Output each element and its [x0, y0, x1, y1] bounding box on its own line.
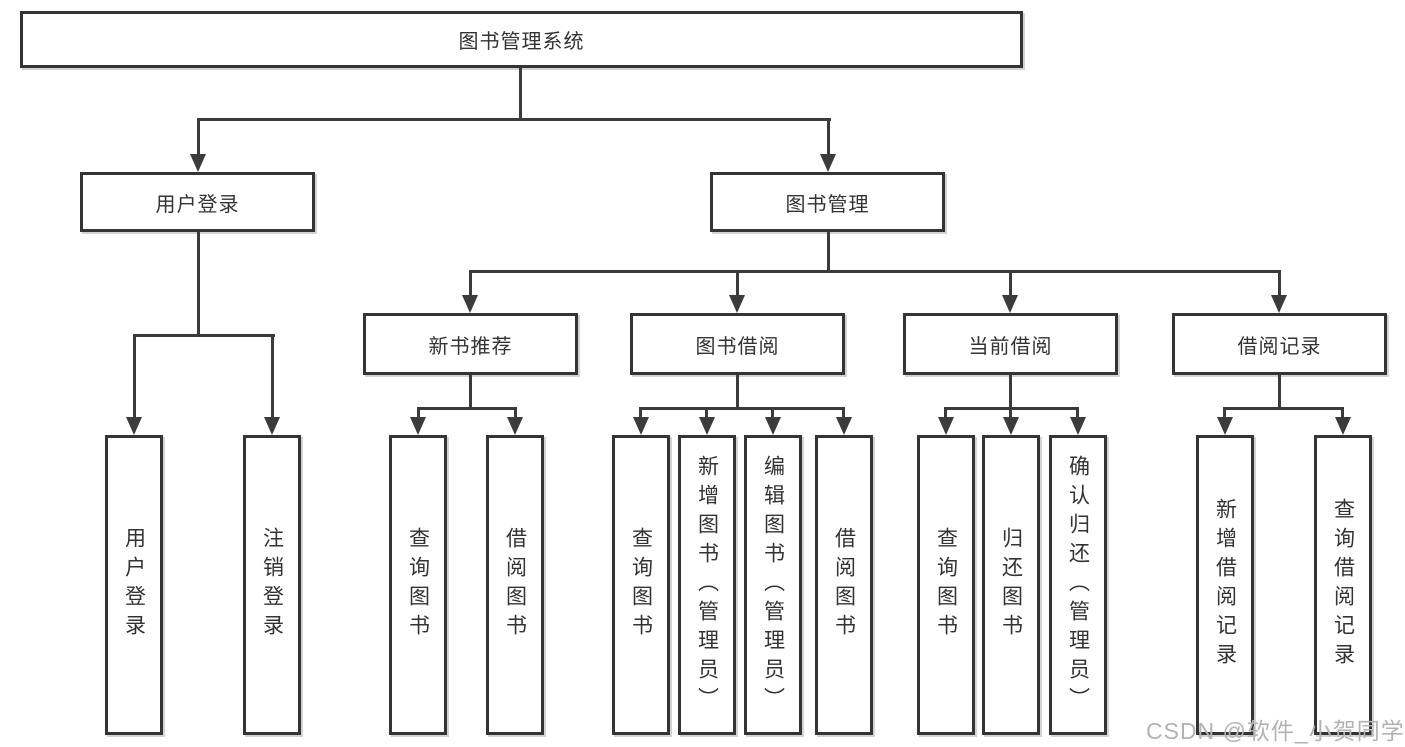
leaf-logout: 注销登录 [243, 435, 301, 735]
leaf-edit-books-admin: 编辑图书（管理员） [744, 435, 802, 735]
connector-user-login-bar [133, 334, 275, 337]
connector-new-book-stub [469, 375, 472, 410]
connector-stem-g3-leaf2 [705, 407, 708, 419]
arrowhead-borrow-records [1271, 295, 1287, 313]
connector-book-management-stub [827, 232, 830, 272]
arrowhead-current-borrow [1002, 295, 1018, 313]
leaf-confirm-return-admin: 确认归还（管理员） [1049, 435, 1107, 735]
leaf-add-books-admin: 新增图书（管理员） [678, 435, 736, 735]
arrowhead-new-book [462, 295, 478, 313]
connector-book-borrow-bar [639, 407, 845, 410]
connector-borrow-records-stub [1278, 375, 1281, 410]
connector-level1-bar [197, 118, 831, 121]
connector-current-borrow-stub [1009, 375, 1012, 410]
arrowhead-g3-leaf4 [836, 417, 852, 435]
node-borrow-records: 借阅记录 [1172, 313, 1387, 375]
node-book-borrow: 图书借阅 [630, 313, 845, 375]
connector-stem-book-management [827, 118, 830, 156]
connector-stem-g3-leaf3 [771, 407, 774, 419]
connector-stem-new-book [469, 270, 472, 297]
node-book-management-system: 图书管理系统 [20, 11, 1023, 68]
leaf-query-books-current: 查询图书 [917, 435, 975, 735]
arrowhead-g5-leaf2 [1335, 417, 1351, 435]
connector-stem-book-borrow [736, 270, 739, 297]
connector-user-login-stub [197, 232, 200, 336]
arrowhead-g3-leaf3 [765, 417, 781, 435]
leaf-borrow-books-recommend: 借阅图书 [486, 435, 544, 735]
leaf-query-borrow-record: 查询借阅记录 [1314, 435, 1372, 735]
connector-stem-current-borrow [1009, 270, 1012, 297]
arrowhead-user-login [190, 154, 206, 172]
arrowhead-g3-leaf2 [699, 417, 715, 435]
arrowhead-g3-leaf1 [633, 417, 649, 435]
connector-stem-g5-leaf1 [1223, 407, 1226, 419]
connector-stem-g2-leaf1 [417, 407, 420, 419]
leaf-query-books-borrow: 查询图书 [612, 435, 670, 735]
arrowhead-g4-leaf1 [938, 417, 954, 435]
connector-stem-g2-leaf2 [514, 407, 517, 419]
leaf-return-books: 归还图书 [982, 435, 1040, 735]
connector-book-borrow-stub [736, 375, 739, 410]
arrowhead-book-borrow [729, 295, 745, 313]
csdn-watermark: CSDN @软件_小贺同学 [1146, 718, 1405, 744]
connector-stem-g3-leaf4 [842, 407, 845, 419]
connector-stem-leaf-user-login [133, 334, 136, 419]
connector-stem-borrow-records [1278, 270, 1281, 297]
connector-borrow-records-bar [1223, 407, 1344, 410]
arrowhead-leaf-logout [264, 417, 280, 435]
leaf-add-borrow-record: 新增借阅记录 [1196, 435, 1254, 735]
connector-stem-g4-leaf2 [1009, 407, 1012, 419]
arrowhead-g2-leaf1 [410, 417, 426, 435]
connector-level3-bar [469, 270, 1281, 273]
connector-stem-g4-leaf1 [944, 407, 947, 419]
connector-stem-g3-leaf1 [639, 407, 642, 419]
node-user-login: 用户登录 [80, 172, 315, 232]
arrowhead-g4-leaf3 [1070, 417, 1086, 435]
arrowhead-leaf-user-login [126, 417, 142, 435]
connector-root-stub [519, 68, 522, 120]
connector-stem-g5-leaf2 [1341, 407, 1344, 419]
leaf-query-books-recommend: 查询图书 [389, 435, 447, 735]
arrowhead-g2-leaf2 [507, 417, 523, 435]
leaf-borrow-books: 借阅图书 [815, 435, 873, 735]
arrowhead-g5-leaf1 [1217, 417, 1233, 435]
arrowhead-g4-leaf2 [1003, 417, 1019, 435]
connector-stem-leaf-logout [271, 334, 274, 419]
node-current-borrow: 当前借阅 [903, 313, 1118, 375]
node-book-management: 图书管理 [710, 172, 945, 232]
connector-new-book-bar [417, 407, 517, 410]
connector-stem-user-login [197, 118, 200, 156]
arrowhead-book-management [820, 154, 836, 172]
leaf-user-login: 用户登录 [105, 435, 163, 735]
connector-stem-g4-leaf3 [1076, 407, 1079, 419]
node-new-book-recommend: 新书推荐 [363, 313, 578, 375]
